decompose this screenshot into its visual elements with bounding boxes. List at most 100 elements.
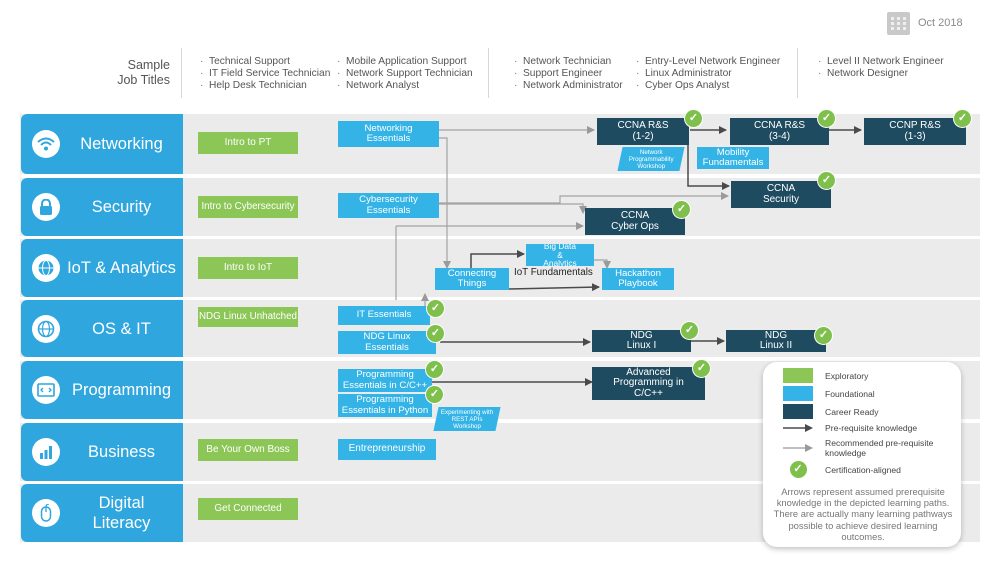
category-label: Networking: [80, 135, 163, 153]
course-entrepreneurship: Entrepreneurship: [338, 439, 436, 460]
arrow: [438, 192, 729, 204]
job-title: Technical Support: [200, 56, 330, 68]
category-networking: Networking: [21, 114, 183, 174]
course-mobility-fundamentals: Mobility Fundamentals: [697, 147, 769, 169]
course-ndg-linux-unhatched: NDG Linux Unhatched: [198, 307, 298, 327]
course-ccna-cyber-ops: CCNA Cyber Ops: [585, 208, 685, 235]
legend-certification: ✓ Certification-aligned: [783, 461, 901, 478]
check-icon: ✓: [427, 300, 444, 317]
check-icon: ✓: [426, 386, 443, 403]
course-ccna-security: CCNA Security: [731, 181, 831, 208]
category-business: Business: [21, 423, 183, 481]
check-icon: ✓: [789, 461, 807, 478]
category-os-it: OS & IT: [21, 300, 183, 357]
job-title: Network Designer: [818, 68, 944, 80]
check-icon: ✓: [693, 360, 710, 377]
calendar-icon: [887, 12, 910, 35]
check-icon: ✓: [427, 325, 444, 342]
arrow: [687, 145, 730, 190]
course-intro-cybersecurity: Intro to Cybersecurity: [198, 196, 298, 218]
course-hackathon-playbook: Hackathon Playbook: [602, 268, 674, 290]
divider: [797, 48, 798, 98]
course-ccnp-rs: CCNP R&S (1-3): [864, 118, 966, 145]
job-titles-column: Level II Network Engineer Network Design…: [818, 56, 944, 80]
globe-icon: [32, 254, 60, 282]
check-icon: ✓: [426, 361, 443, 378]
job-title: IT Field Service Technician: [200, 68, 330, 80]
course-connecting-things: Connecting Things: [435, 268, 509, 290]
job-title: Level II Network Engineer: [818, 56, 944, 68]
course-be-your-own-boss: Be Your Own Boss: [198, 439, 298, 461]
job-titles-column: Network Technician Support Engineer Netw…: [514, 56, 623, 91]
course-programming-c: Programming Essentials in C/C++: [338, 369, 432, 392]
job-title: Entry-Level Network Engineer: [636, 56, 780, 68]
course-it-essentials: IT Essentials: [338, 306, 430, 325]
job-title: Support Engineer: [514, 68, 623, 80]
globe-network-icon: [32, 314, 60, 343]
divider: [488, 48, 489, 98]
code-window-icon: [32, 376, 60, 404]
check-icon: ✓: [685, 110, 702, 127]
workshop-network-programmability: Network Programmability Workshop: [617, 147, 685, 171]
lock-icon: [32, 193, 60, 221]
job-title: Mobile Application Support: [337, 56, 473, 68]
category-label: Programming: [71, 381, 172, 399]
job-titles-column: Entry-Level Network Engineer Linux Admin…: [636, 56, 780, 91]
course-ndg-linux-essentials: NDG Linux Essentials: [338, 331, 436, 354]
course-advanced-programming-c: Advanced Programming in C/C++: [592, 367, 705, 400]
legend-note: Arrows represent assumed prerequisite kn…: [773, 486, 953, 542]
category-programming: Programming: [21, 361, 183, 419]
category-label: Security: [91, 198, 152, 216]
course-networking-essentials: Networking Essentials: [338, 121, 439, 147]
job-title: Network Administrator: [514, 80, 623, 92]
category-label: Digital Literacy: [92, 494, 151, 532]
category-label: Business: [88, 443, 155, 461]
course-ndg-linux-i: NDG Linux I: [592, 330, 691, 352]
course-get-connected: Get Connected: [198, 498, 298, 520]
job-titles-column: Technical Support IT Field Service Techn…: [200, 56, 330, 91]
legend-exploratory: Exploratory: [783, 368, 868, 383]
check-icon: ✓: [673, 201, 690, 218]
check-icon: ✓: [818, 172, 835, 189]
arrow: [470, 250, 525, 268]
course-ccna-rs-1-2: CCNA R&S (1-2): [597, 118, 689, 145]
job-title: Cyber Ops Analyst: [636, 80, 780, 92]
bar-chart-icon: [32, 438, 60, 466]
job-title: Help Desk Technician: [200, 80, 330, 92]
category-digital-literacy: Digital Literacy: [21, 484, 183, 542]
arrow: [593, 259, 611, 269]
job-title: Linux Administrator: [636, 68, 780, 80]
course-cybersecurity-essentials: Cybersecurity Essentials: [338, 193, 439, 218]
job-title: Network Technician: [514, 56, 623, 68]
job-titles-column: Mobile Application Support Network Suppo…: [337, 56, 473, 91]
legend-foundational: Foundational: [783, 386, 875, 401]
category-label: IoT & Analytics: [67, 259, 176, 277]
arrow: [508, 283, 600, 292]
iot-fundamentals-label: IoT Fundamentals: [514, 267, 593, 278]
divider: [181, 48, 182, 98]
wifi-icon: [32, 130, 60, 158]
legend-recommended: Recommended pre-requisite knowledge: [783, 438, 933, 458]
legend-career-ready: Career Ready: [783, 404, 879, 419]
course-ndg-linux-ii: NDG Linux II: [726, 330, 826, 352]
course-big-data-analytics: Big Data & Analytics: [526, 244, 594, 266]
course-intro-iot: Intro to IoT: [198, 257, 298, 279]
workshop-rest-apis: Experimenting with REST APIs Workshop: [433, 407, 501, 431]
mouse-icon: [32, 499, 60, 527]
legend-prerequisite: Pre-requisite knowledge: [783, 423, 917, 433]
course-ccna-rs-3-4: CCNA R&S (3-4): [730, 118, 829, 145]
date-label: Oct 2018: [918, 17, 963, 29]
check-icon: ✓: [818, 110, 835, 127]
job-title: Network Analyst: [337, 80, 473, 92]
course-intro-pt: Intro to PT: [198, 132, 298, 154]
course-programming-python: Programming Essentials in Python: [338, 394, 432, 417]
check-icon: ✓: [815, 327, 832, 344]
arrow: [438, 203, 587, 214]
check-icon: ✓: [954, 110, 971, 127]
category-label: OS & IT: [92, 319, 151, 338]
job-titles-heading: Sample Job Titles: [117, 58, 170, 87]
category-security: Security: [21, 178, 183, 236]
check-icon: ✓: [681, 322, 698, 339]
job-title: Network Support Technician: [337, 68, 473, 80]
